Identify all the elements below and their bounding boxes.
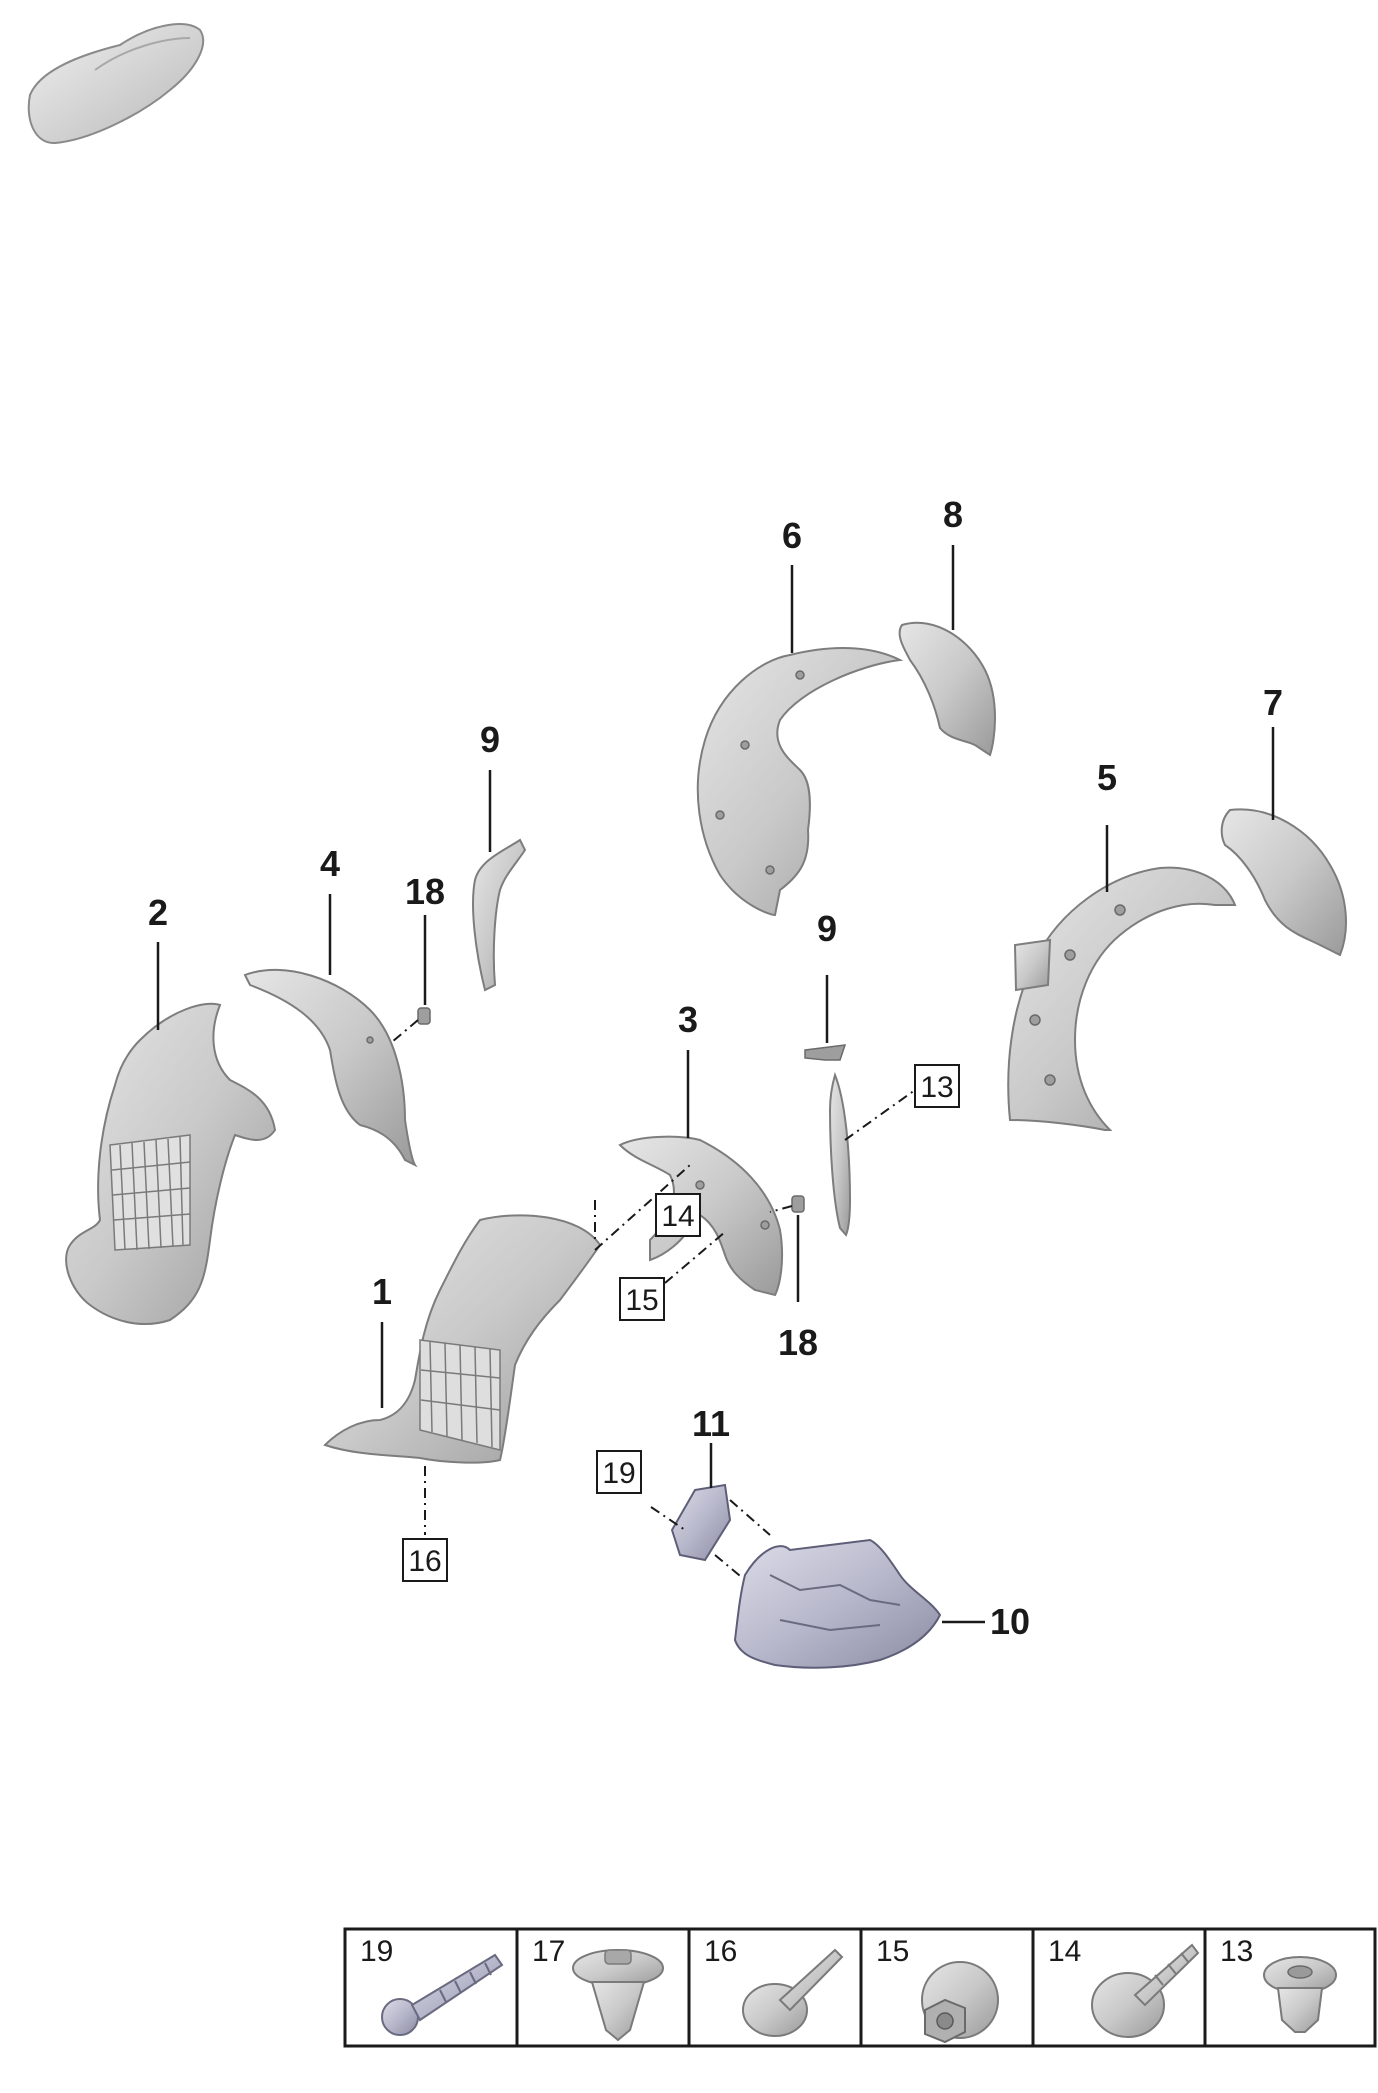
callout-6: 6	[782, 515, 802, 556]
part-3-rear-arch-section	[618, 1135, 784, 1297]
part-5-rear-wheel-arch-liner	[1007, 866, 1237, 1131]
callout-9-lower: 9	[817, 908, 837, 949]
part-18-clip-upper	[417, 1007, 431, 1025]
svg-text:13: 13	[920, 1071, 953, 1104]
fastener-cell-19: 19	[360, 1935, 504, 2036]
svg-text:14: 14	[1048, 1935, 1081, 1968]
part-4-front-arch-section	[243, 968, 418, 1168]
fastener-cell-17: 17	[532, 1935, 664, 2042]
callout-18-lower: 18	[778, 1322, 818, 1363]
svg-text:17: 17	[532, 1935, 565, 1968]
part-1-grille-mesh	[419, 1339, 501, 1451]
push-clip-icon	[572, 1949, 664, 2042]
part-7-arch-extension	[1220, 808, 1347, 957]
svg-text:15: 15	[876, 1935, 909, 1968]
plastic-rivet-icon	[742, 1948, 844, 2037]
part-11-bracket	[670, 1483, 732, 1562]
part-10-underbody-panel	[733, 1538, 942, 1669]
flange-nut-icon	[921, 1961, 999, 2044]
svg-text:16: 16	[408, 1545, 441, 1578]
callout-8: 8	[943, 494, 963, 535]
callout-10: 10	[990, 1601, 1030, 1642]
callout-2: 2	[148, 892, 168, 933]
part-9-lower-strip	[804, 1044, 852, 1237]
callout-11: 11	[692, 1403, 730, 1444]
boxed-ref-15: 15	[619, 1277, 665, 1321]
callout-1: 1	[372, 1271, 392, 1312]
vehicle-thumbnail-icon	[27, 23, 205, 145]
part-6-wheel-arch-liner	[696, 647, 904, 917]
svg-text:19: 19	[602, 1457, 635, 1490]
part-1-front-wheel-arch-liner	[323, 1214, 602, 1464]
boxed-ref-16: 16	[402, 1538, 448, 1582]
boxed-ref-19: 19	[596, 1450, 642, 1494]
tapping-screw-icon	[1091, 1943, 1200, 2038]
svg-text:15: 15	[625, 1284, 658, 1317]
svg-text:13: 13	[1220, 1935, 1253, 1968]
svg-text:14: 14	[661, 1200, 694, 1233]
callout-4: 4	[320, 843, 340, 884]
svg-text:19: 19	[360, 1935, 393, 1968]
svg-text:16: 16	[704, 1935, 737, 1968]
callout-9-upper: 9	[480, 719, 500, 760]
fastener-cell-16: 16	[704, 1935, 844, 2037]
fastener-cell-13: 13	[1220, 1935, 1337, 2033]
fastener-table: 19 17 16	[343, 1927, 1377, 2048]
callout-7: 7	[1263, 682, 1283, 723]
fastener-cell-15: 15	[876, 1935, 999, 2044]
callout-18-upper: 18	[405, 871, 445, 912]
expansion-clip-icon	[1263, 1956, 1337, 2033]
part-9-upper-strip	[472, 838, 527, 992]
callout-3: 3	[678, 999, 698, 1040]
part-8-arch-extension	[898, 621, 996, 757]
part-2-front-wheel-arch-liner	[65, 1002, 277, 1326]
boxed-ref-14: 14	[655, 1193, 701, 1237]
fastener-cell-14: 14	[1048, 1935, 1200, 2038]
screw-long-icon	[381, 1953, 504, 2036]
part-2-grille-mesh	[109, 1134, 191, 1251]
boxed-ref-13: 13	[914, 1064, 960, 1108]
callout-5: 5	[1097, 757, 1117, 798]
part-18-clip-lower	[791, 1195, 805, 1213]
